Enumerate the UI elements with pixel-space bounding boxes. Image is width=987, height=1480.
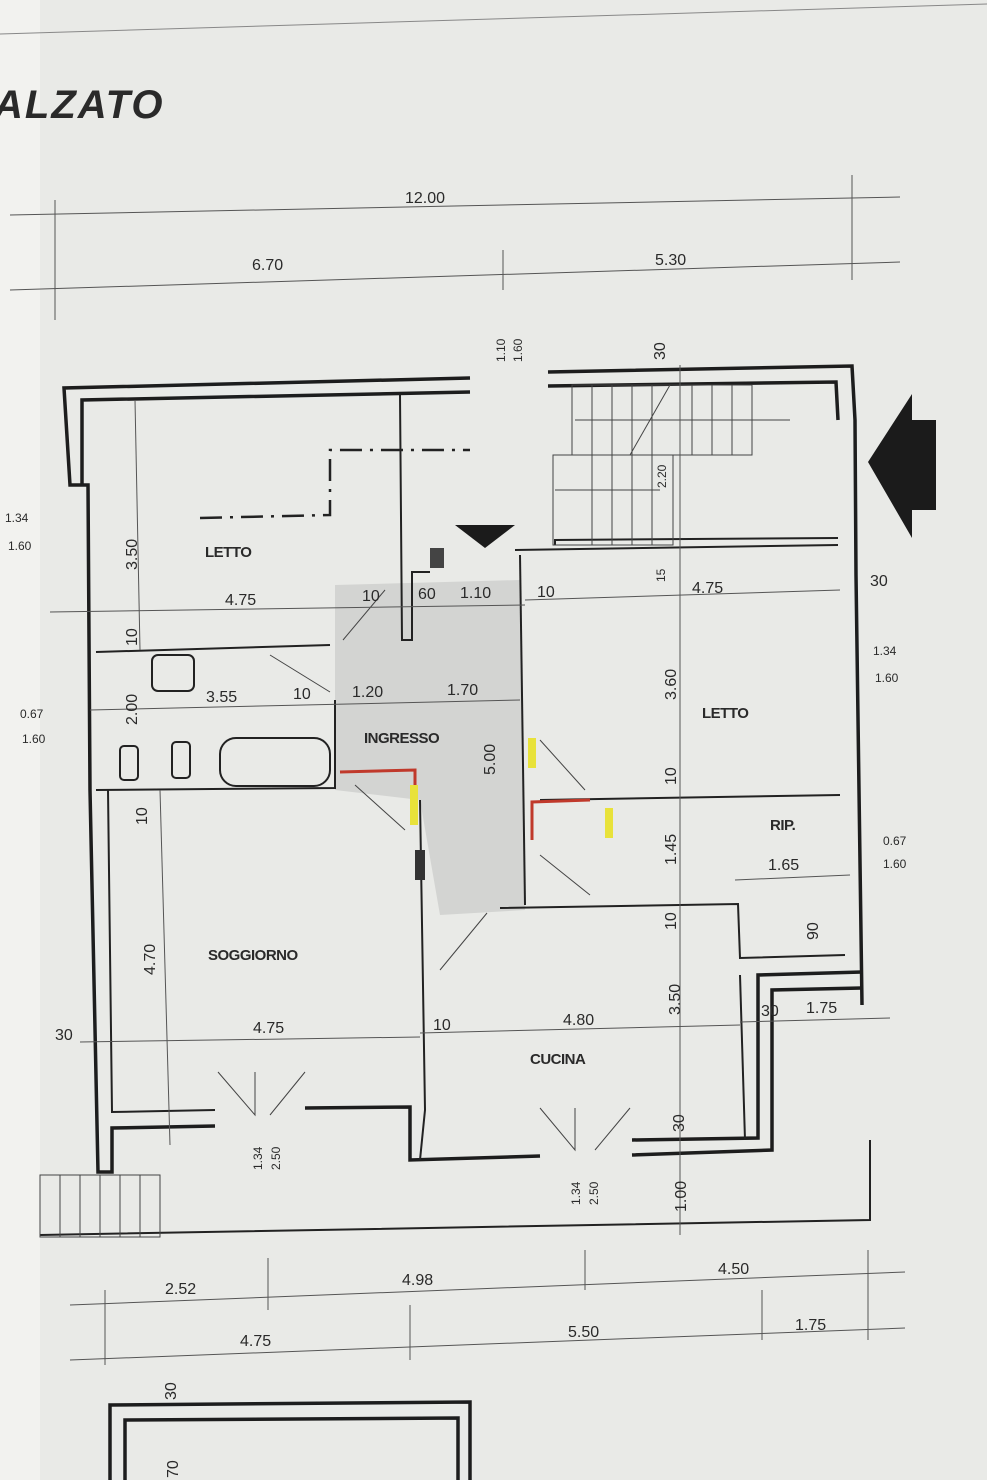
door-width: 1.34	[569, 1181, 583, 1205]
dim: 4.75	[253, 1020, 284, 1037]
window-height: 1.60	[883, 857, 907, 871]
dim: 30	[761, 1003, 779, 1020]
dim: 10	[293, 686, 311, 703]
dim-total-width: 12.00	[405, 190, 445, 207]
dim: 1.45	[663, 834, 680, 865]
room-label-ripostiglio: RIP.	[770, 817, 796, 834]
entrance-steps	[39, 1174, 161, 1238]
door-height: 2.50	[269, 1146, 283, 1170]
dim: 4.70	[142, 944, 159, 975]
ingresso-area	[335, 580, 525, 915]
staircase	[552, 384, 790, 546]
dim-bottom: 2.52	[165, 1281, 196, 1298]
dim-top-left: 6.70	[252, 257, 283, 274]
window-height: 1.60	[8, 539, 32, 553]
interior-dims: 3.50 4.75 10 60 1.10 10 4.75 15 30 30 2.…	[55, 342, 888, 1478]
dim: 60	[418, 586, 436, 603]
dim-bottom: 4.75	[240, 1333, 271, 1350]
door-height: 2.50	[587, 1181, 601, 1205]
dim: 30	[652, 342, 669, 360]
bidet	[119, 745, 139, 781]
window-width: 1.34	[873, 644, 897, 658]
dim: 3.50	[667, 984, 684, 1015]
dim: 30	[163, 1382, 180, 1400]
bathtub	[219, 737, 331, 787]
dimension-lines	[9, 175, 906, 1365]
room-label-ingresso: INGRESSO	[364, 730, 440, 747]
sink	[151, 654, 195, 692]
room-label-soggiorno: SOGGIORNO	[208, 947, 299, 964]
window-height: 1.60	[22, 732, 46, 746]
dim-bottom: 1.75	[795, 1317, 826, 1334]
dim: 4.75	[225, 592, 256, 609]
walls	[39, 364, 871, 1480]
dim: 15	[654, 568, 668, 582]
dim-top-right: 5.30	[655, 252, 686, 269]
dim: 70	[165, 1460, 182, 1478]
toilet	[171, 741, 191, 779]
dim: 4.80	[563, 1012, 594, 1029]
window-width: 1.10	[494, 338, 508, 362]
dim: 1.70	[447, 682, 478, 699]
door-width: 1.34	[251, 1146, 265, 1170]
dim: 10	[537, 584, 555, 601]
dim: 10	[134, 807, 151, 825]
window-width: 0.67	[883, 834, 907, 848]
window-height: 1.60	[875, 671, 899, 685]
room-label-cucina: CUCINA	[530, 1051, 586, 1068]
dim: 10	[433, 1017, 451, 1034]
room-label-letto-1: LETTO	[205, 544, 252, 561]
window-width: 0.67	[20, 707, 44, 721]
dim-bottom: 5.50	[568, 1324, 599, 1341]
dim: 3.50	[124, 539, 141, 570]
dim: 1.00	[673, 1181, 690, 1212]
window-width: 1.34	[5, 511, 29, 525]
window-height: 1.60	[511, 338, 525, 362]
dim: 10	[124, 628, 141, 646]
dim: 3.60	[663, 669, 680, 700]
dim-bottom: 4.98	[402, 1272, 433, 1289]
dim: 10	[663, 767, 680, 785]
dim: 30	[55, 1027, 73, 1044]
dim: 1.10	[460, 585, 491, 602]
dim: 30	[870, 573, 888, 590]
dim: 10	[362, 588, 380, 605]
dim: 2.20	[655, 464, 669, 488]
dim: 5.00	[482, 744, 499, 775]
plan-title: ALZATO	[0, 83, 165, 127]
window-dims: 1.34 1.60 0.67 1.60 1.34 1.60 0.67 1.60 …	[5, 338, 907, 1205]
dim: 4.75	[692, 580, 723, 597]
room-label-letto-2: LETTO	[702, 705, 749, 722]
dim: 10	[663, 912, 680, 930]
dim-bottom: 4.50	[718, 1261, 749, 1278]
dim: 1.75	[806, 1000, 837, 1017]
entrance-arrow-icon	[868, 394, 936, 538]
dim: 2.00	[124, 694, 141, 725]
entry-down-arrow-icon	[455, 525, 515, 548]
dim: 3.55	[206, 689, 237, 706]
dim: 30	[671, 1114, 688, 1132]
dim: 90	[805, 922, 822, 940]
dim: 1.65	[768, 857, 799, 874]
dim: 1.20	[352, 684, 383, 701]
